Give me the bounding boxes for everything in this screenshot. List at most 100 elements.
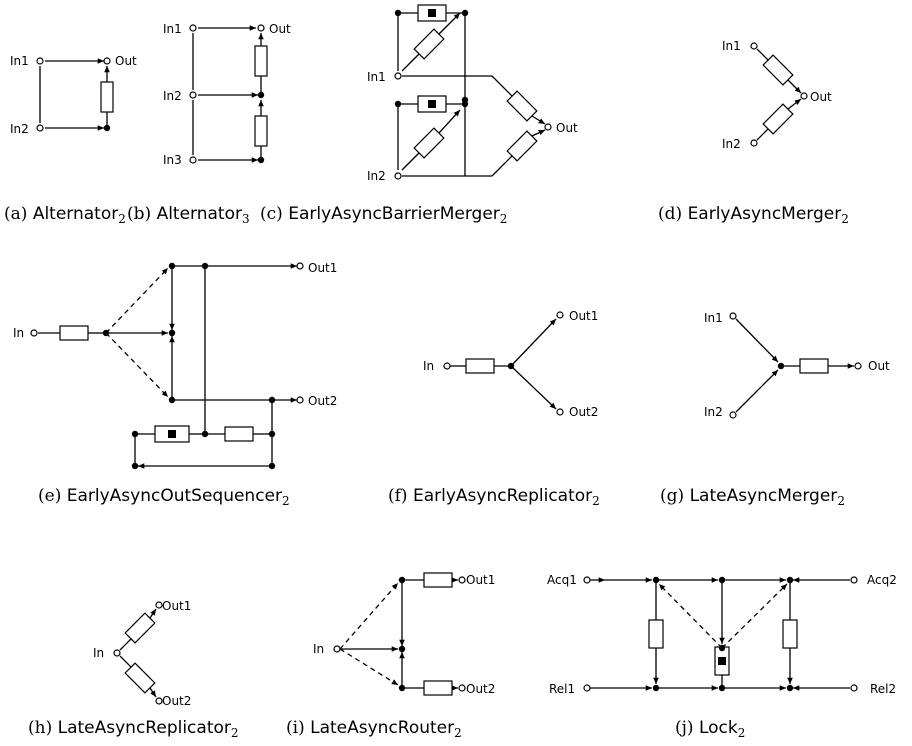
port-in1 — [729, 312, 737, 320]
port-rel2 — [850, 684, 858, 692]
port-in2 — [729, 411, 737, 419]
wire — [735, 318, 779, 363]
buffer — [506, 130, 538, 162]
buffer — [506, 90, 538, 122]
label-out1: Out1 — [466, 573, 495, 587]
wire — [787, 79, 802, 94]
port-out2 — [155, 697, 163, 705]
label-acq1: Acq1 — [547, 573, 577, 587]
port-in3 — [189, 156, 197, 164]
port-in2 — [750, 139, 758, 147]
label-rel1: Rel1 — [549, 682, 575, 696]
label-in: In — [93, 646, 104, 660]
label-out: Out — [868, 359, 890, 373]
junction — [718, 576, 726, 584]
caption-g: (g) LateAsyncMerger2 — [660, 486, 845, 508]
port-out — [854, 362, 862, 370]
junction — [102, 329, 110, 337]
label-in2: In2 — [722, 137, 741, 151]
port-out — [103, 57, 111, 65]
label-in: In — [13, 326, 24, 340]
port-rel1 — [583, 684, 591, 692]
label-out2: Out2 — [569, 405, 598, 419]
port-out — [257, 24, 265, 32]
junction — [201, 430, 209, 438]
wire — [491, 75, 513, 97]
port-in1 — [394, 72, 402, 80]
wire — [510, 365, 557, 410]
wire — [491, 155, 513, 177]
buffer — [423, 680, 453, 696]
panel-c: In1 In2 Out — [367, 4, 578, 183]
label-in2: In2 — [10, 122, 29, 136]
wire — [119, 655, 133, 669]
port-out — [800, 92, 808, 100]
label-in1: In1 — [704, 311, 723, 325]
label-out1: Out1 — [162, 599, 191, 613]
caption-j: (j) Lock2 — [675, 718, 745, 740]
label-in1: In1 — [722, 39, 741, 53]
port-in1 — [36, 57, 44, 65]
junction — [131, 430, 139, 438]
buffer — [799, 358, 829, 374]
junction — [652, 576, 660, 584]
label-in2: In2 — [163, 89, 182, 103]
port-out1 — [155, 601, 163, 609]
junction — [398, 684, 406, 692]
panel-j: Acq1 Acq2 Rel1 Rel2 — [547, 573, 897, 696]
label-out1: Out1 — [569, 309, 598, 323]
panel-a: In1 In2 Out — [10, 54, 137, 136]
buffer — [465, 358, 495, 374]
wire — [756, 48, 769, 61]
wire — [401, 152, 420, 171]
junction — [168, 329, 176, 337]
buffer — [100, 81, 114, 113]
junction — [168, 396, 176, 404]
port-out1 — [296, 262, 304, 270]
caption-f: (f) EarlyAsyncReplicator2 — [388, 486, 600, 508]
label-acq2: Acq2 — [867, 573, 897, 587]
wire — [438, 12, 461, 35]
port-in2 — [394, 172, 402, 180]
junction — [786, 684, 794, 692]
caption-i: (i) LateAsyncRouter2 — [286, 718, 462, 740]
wire — [531, 115, 546, 125]
wire — [438, 109, 461, 134]
wire — [401, 53, 420, 72]
junction — [394, 9, 402, 17]
buffer — [782, 619, 798, 649]
token — [428, 9, 436, 17]
junction — [268, 430, 276, 438]
dashed-wire — [339, 648, 399, 686]
panel-f: In Out1 Out2 — [423, 309, 598, 419]
buffer — [413, 127, 445, 159]
buffer — [762, 103, 794, 135]
buffer — [762, 54, 794, 86]
port-out1 — [556, 311, 564, 319]
token — [168, 430, 176, 438]
buffer — [254, 115, 268, 147]
junction — [652, 684, 660, 692]
dashed-wire — [658, 583, 723, 649]
caption-a: (a) Alternator2 — [4, 204, 126, 226]
buffer — [124, 662, 156, 694]
port-in — [30, 329, 38, 337]
label-in2: In2 — [367, 169, 386, 183]
wire — [735, 369, 779, 413]
junction — [201, 262, 209, 270]
label-in1: In1 — [367, 70, 386, 84]
panel-b: In1 In2 In3 Out — [163, 22, 291, 167]
port-in — [113, 649, 121, 657]
wire — [119, 637, 133, 651]
junction — [507, 362, 515, 370]
label-out1: Out1 — [308, 261, 337, 275]
junction — [268, 462, 276, 470]
label-out: Out — [269, 22, 291, 36]
wire — [149, 608, 157, 619]
junction — [398, 576, 406, 584]
caption-c: (c) EarlyAsyncBarrierMerger2 — [260, 204, 507, 226]
junction — [718, 684, 726, 692]
junction — [268, 396, 276, 404]
buffer — [423, 572, 453, 588]
